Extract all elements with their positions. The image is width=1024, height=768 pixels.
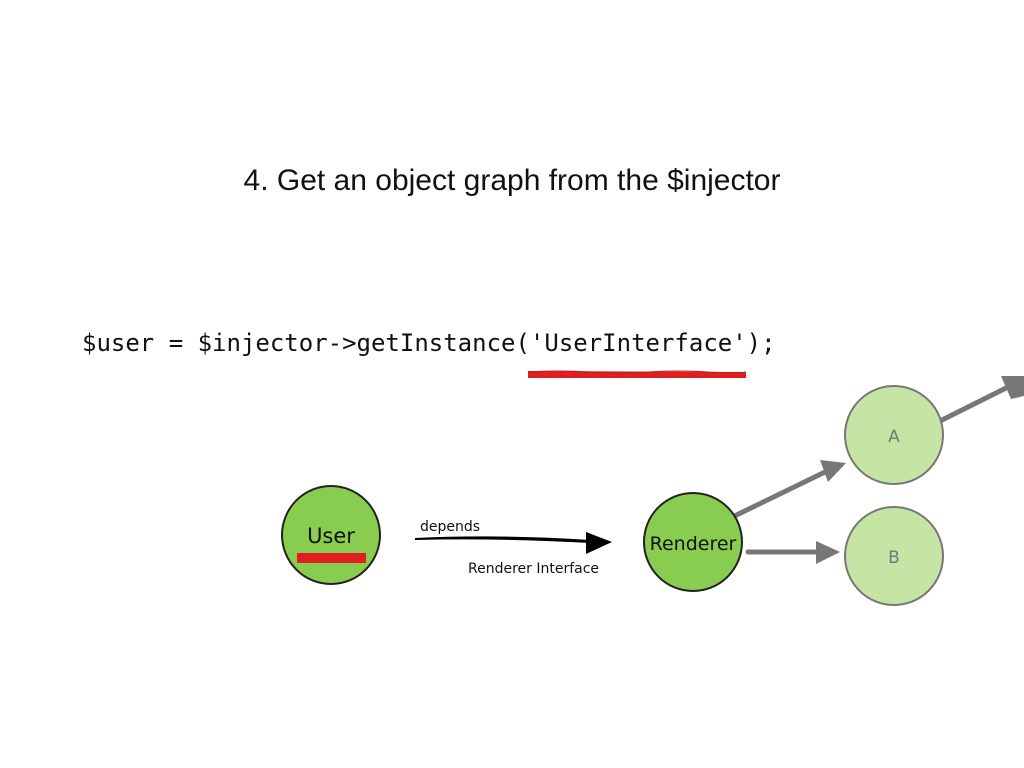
node-b-label: B	[888, 548, 900, 568]
edge-label-renderer-interface: Renderer Interface	[468, 561, 599, 577]
node-user-label: User	[307, 524, 355, 548]
node-user-highlight	[297, 553, 366, 563]
slide-title: 4. Get an object graph from the $injecto…	[243, 164, 781, 197]
node-renderer-label: Renderer	[650, 533, 737, 555]
code-line: $user = $injector->getInstance('UserInte…	[82, 329, 776, 357]
edge-label-depends: depends	[420, 519, 480, 535]
edge-renderer-a	[715, 460, 846, 527]
node-renderer: Renderer	[643, 492, 743, 592]
node-user: User	[281, 485, 381, 585]
edge-user-renderer	[415, 532, 612, 554]
node-b: B	[844, 506, 944, 606]
node-a: A	[844, 385, 944, 485]
node-a-label: A	[888, 427, 900, 447]
edge-renderer-b	[745, 541, 840, 564]
code-highlight-underline	[528, 371, 746, 378]
